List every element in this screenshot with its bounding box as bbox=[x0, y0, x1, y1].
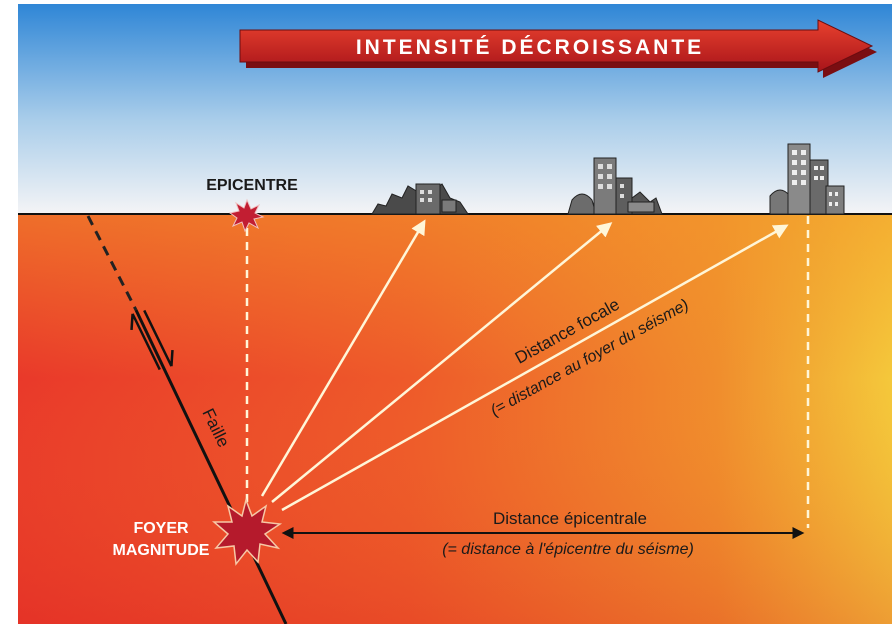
distance-epicentrale-note: (= distance à l'épicentre du séisme) bbox=[442, 541, 694, 558]
seismic-ray-3 bbox=[281, 224, 789, 512]
intensity-banner-arrow: INTENSITÉ DÉCROISSANTE bbox=[239, 19, 877, 78]
damaged-buildings-icon bbox=[567, 157, 663, 215]
magnitude-label: MAGNITUDE bbox=[113, 542, 210, 559]
ruined-buildings-icon bbox=[371, 183, 469, 215]
fault-line bbox=[86, 215, 288, 624]
epicentre-star-icon bbox=[228, 198, 265, 233]
foyer-label: FOYER bbox=[133, 520, 189, 537]
epicentre-label: EPICENTRE bbox=[206, 177, 298, 194]
intact-buildings-icon bbox=[769, 143, 845, 215]
seismic-ray-2 bbox=[271, 222, 613, 503]
distance-epicentrale-label: Distance épicentrale bbox=[493, 509, 647, 528]
seismic-ray-1 bbox=[260, 219, 426, 497]
ground-shade bbox=[18, 214, 892, 624]
banner-text: INTENSITÉ DÉCROISSANTE bbox=[356, 36, 704, 59]
focus-star-icon bbox=[211, 497, 283, 566]
fault-slip-arrows-icon bbox=[130, 309, 174, 371]
